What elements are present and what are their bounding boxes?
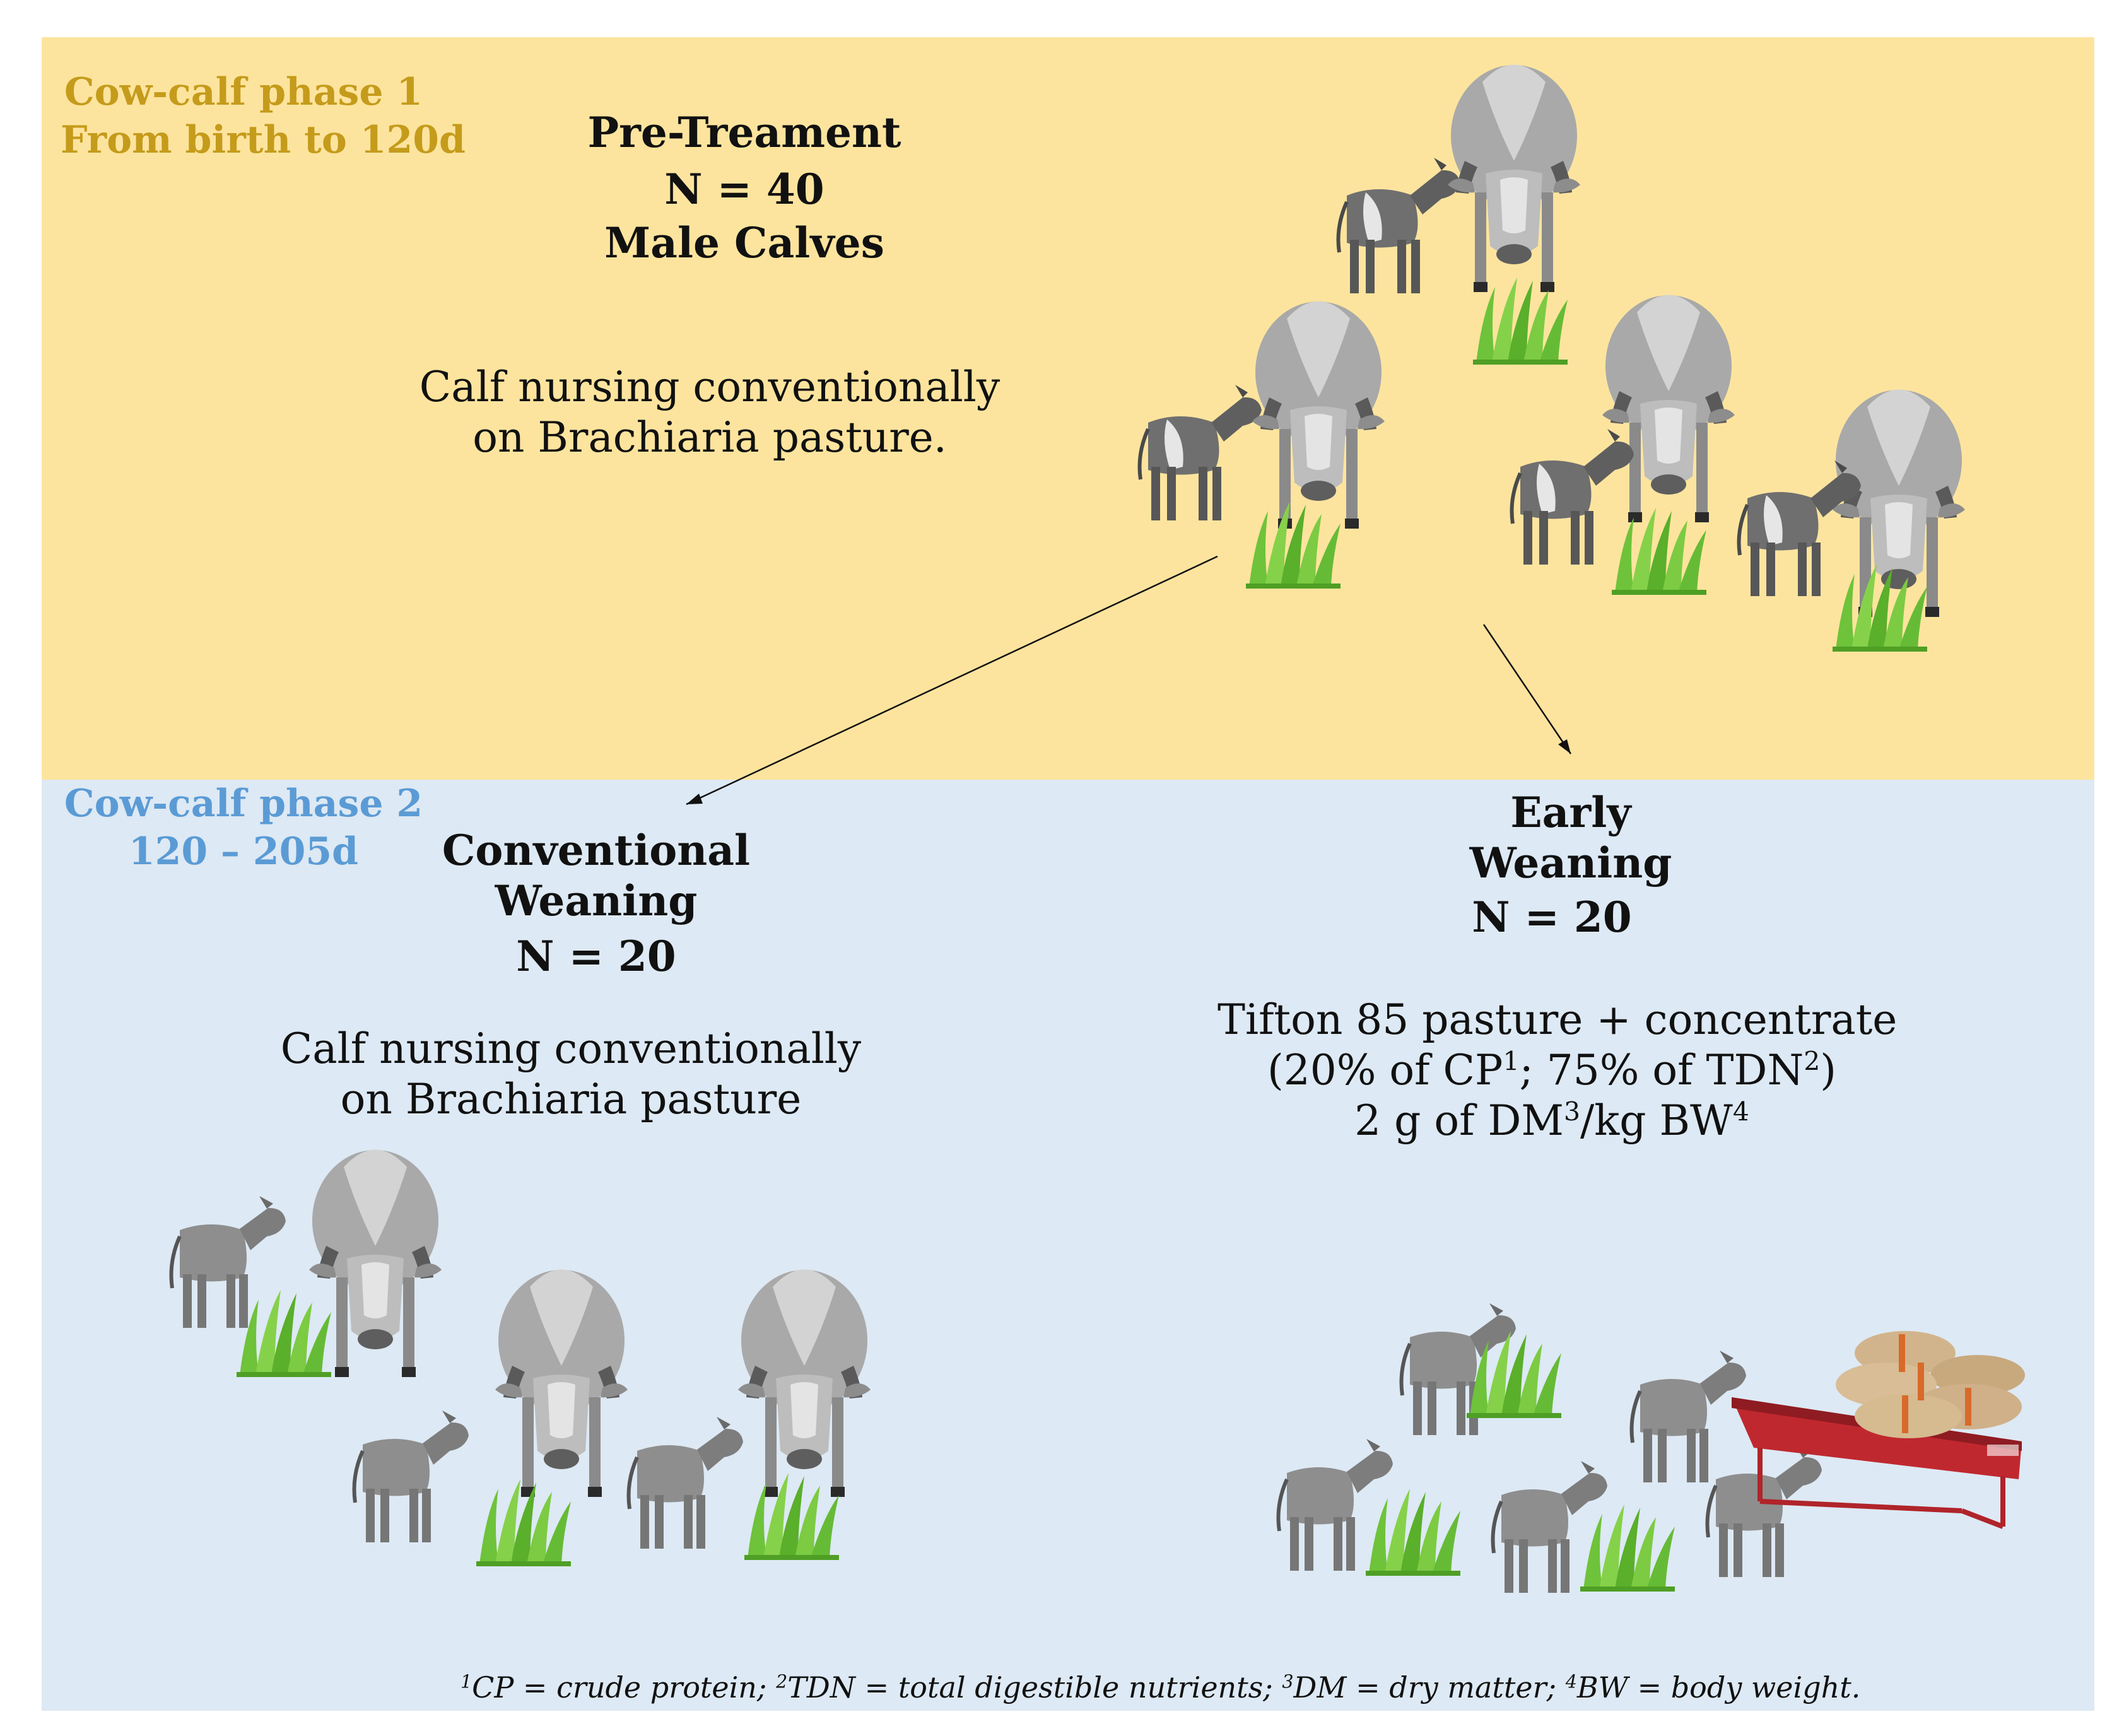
calf-icon [172, 1196, 286, 1328]
phase2-label-line2: 120 – 205d [128, 830, 359, 874]
calf-icon [355, 1410, 469, 1542]
calf-icon [629, 1417, 744, 1549]
calf-icon [1339, 158, 1461, 293]
grass-tuft-icon [744, 1473, 839, 1560]
early-desc-line1: Tifton 85 pasture + concentrate [1217, 995, 1898, 1044]
pretreatment-count: N = 40 [664, 165, 824, 214]
feed-sacks-icon [1836, 1331, 2025, 1438]
phase1-desc-line1: Calf nursing conventionally [419, 363, 1000, 411]
phase1-panel [42, 37, 2094, 780]
conventional-desc-line2: on Brachiaria pasture [340, 1075, 802, 1123]
phase1-label-line1: Cow-calf phase 1 [64, 70, 423, 114]
early-count: N = 20 [1472, 893, 1632, 942]
phase1-label: Cow-calf phase 1 From birth to 120d [61, 68, 466, 164]
conventional-description: Calf nursing conventionally on Brachiari… [240, 1024, 902, 1125]
calf-icon [1708, 1445, 1822, 1577]
grass-tuft-icon [1612, 508, 1706, 595]
grazing-cow-icon [1448, 64, 1580, 292]
grazing-cow-icon [495, 1269, 628, 1497]
calf-icon [1739, 460, 1862, 596]
grazing-cow-icon [1602, 295, 1735, 522]
grazing-cow-icon [738, 1269, 871, 1497]
early-heading: Early Weaning N = 20 [1413, 787, 1728, 942]
calf-icon [1512, 429, 1634, 565]
phase2-label-line1: Cow-calf phase 2 [64, 782, 423, 826]
calf-icon [1632, 1351, 1747, 1482]
early-description: Tifton 85 pasture + concentrate (20% of … [1217, 995, 1898, 1146]
early-desc-line2: (20% of CP1; 75% of TDN2) [1267, 1046, 1837, 1094]
early-title-line2: Weaning [1469, 838, 1672, 888]
grass-tuft-icon [1580, 1504, 1675, 1592]
calf-icon [1140, 385, 1262, 520]
phase1-desc-line2: on Brachiaria pasture. [472, 413, 947, 462]
conventional-desc-line1: Calf nursing conventionally [280, 1024, 862, 1073]
conventional-title-line2: Weaning [495, 876, 698, 925]
conventional-title-line1: Conventional [442, 826, 751, 875]
phase1-description: Calf nursing conventionally on Brachiari… [378, 362, 1041, 463]
conventional-heading: Conventional Weaning N = 20 [407, 825, 785, 982]
conventional-count: N = 20 [516, 932, 676, 981]
early-title-line1: Early [1510, 788, 1631, 837]
grass-tuft-icon [1246, 501, 1341, 589]
grazing-cow-icon [309, 1149, 442, 1377]
grass-tuft-icon [1366, 1489, 1460, 1576]
pretreatment-subtitle: Male Calves [604, 218, 884, 267]
pretreatment-heading: Pre-Treament N = 40 Male Calves [555, 104, 934, 268]
grass-tuft-icon [237, 1290, 331, 1377]
arrow-to-conventional [686, 555, 1218, 806]
early-desc-line3: 2 g of DM3/kg BW4 [1354, 1096, 1749, 1145]
phase2-label: Cow-calf phase 2 120 – 205d [61, 780, 426, 876]
footnote: 1CP = crude protein; 2TDN = total digest… [461, 1670, 1861, 1704]
arrow-to-early [1482, 624, 1572, 754]
grazing-cow-icon [1252, 301, 1385, 529]
phase1-label-line2: From birth to 120d [61, 118, 466, 162]
pretreatment-title: Pre-Treament [587, 108, 901, 157]
